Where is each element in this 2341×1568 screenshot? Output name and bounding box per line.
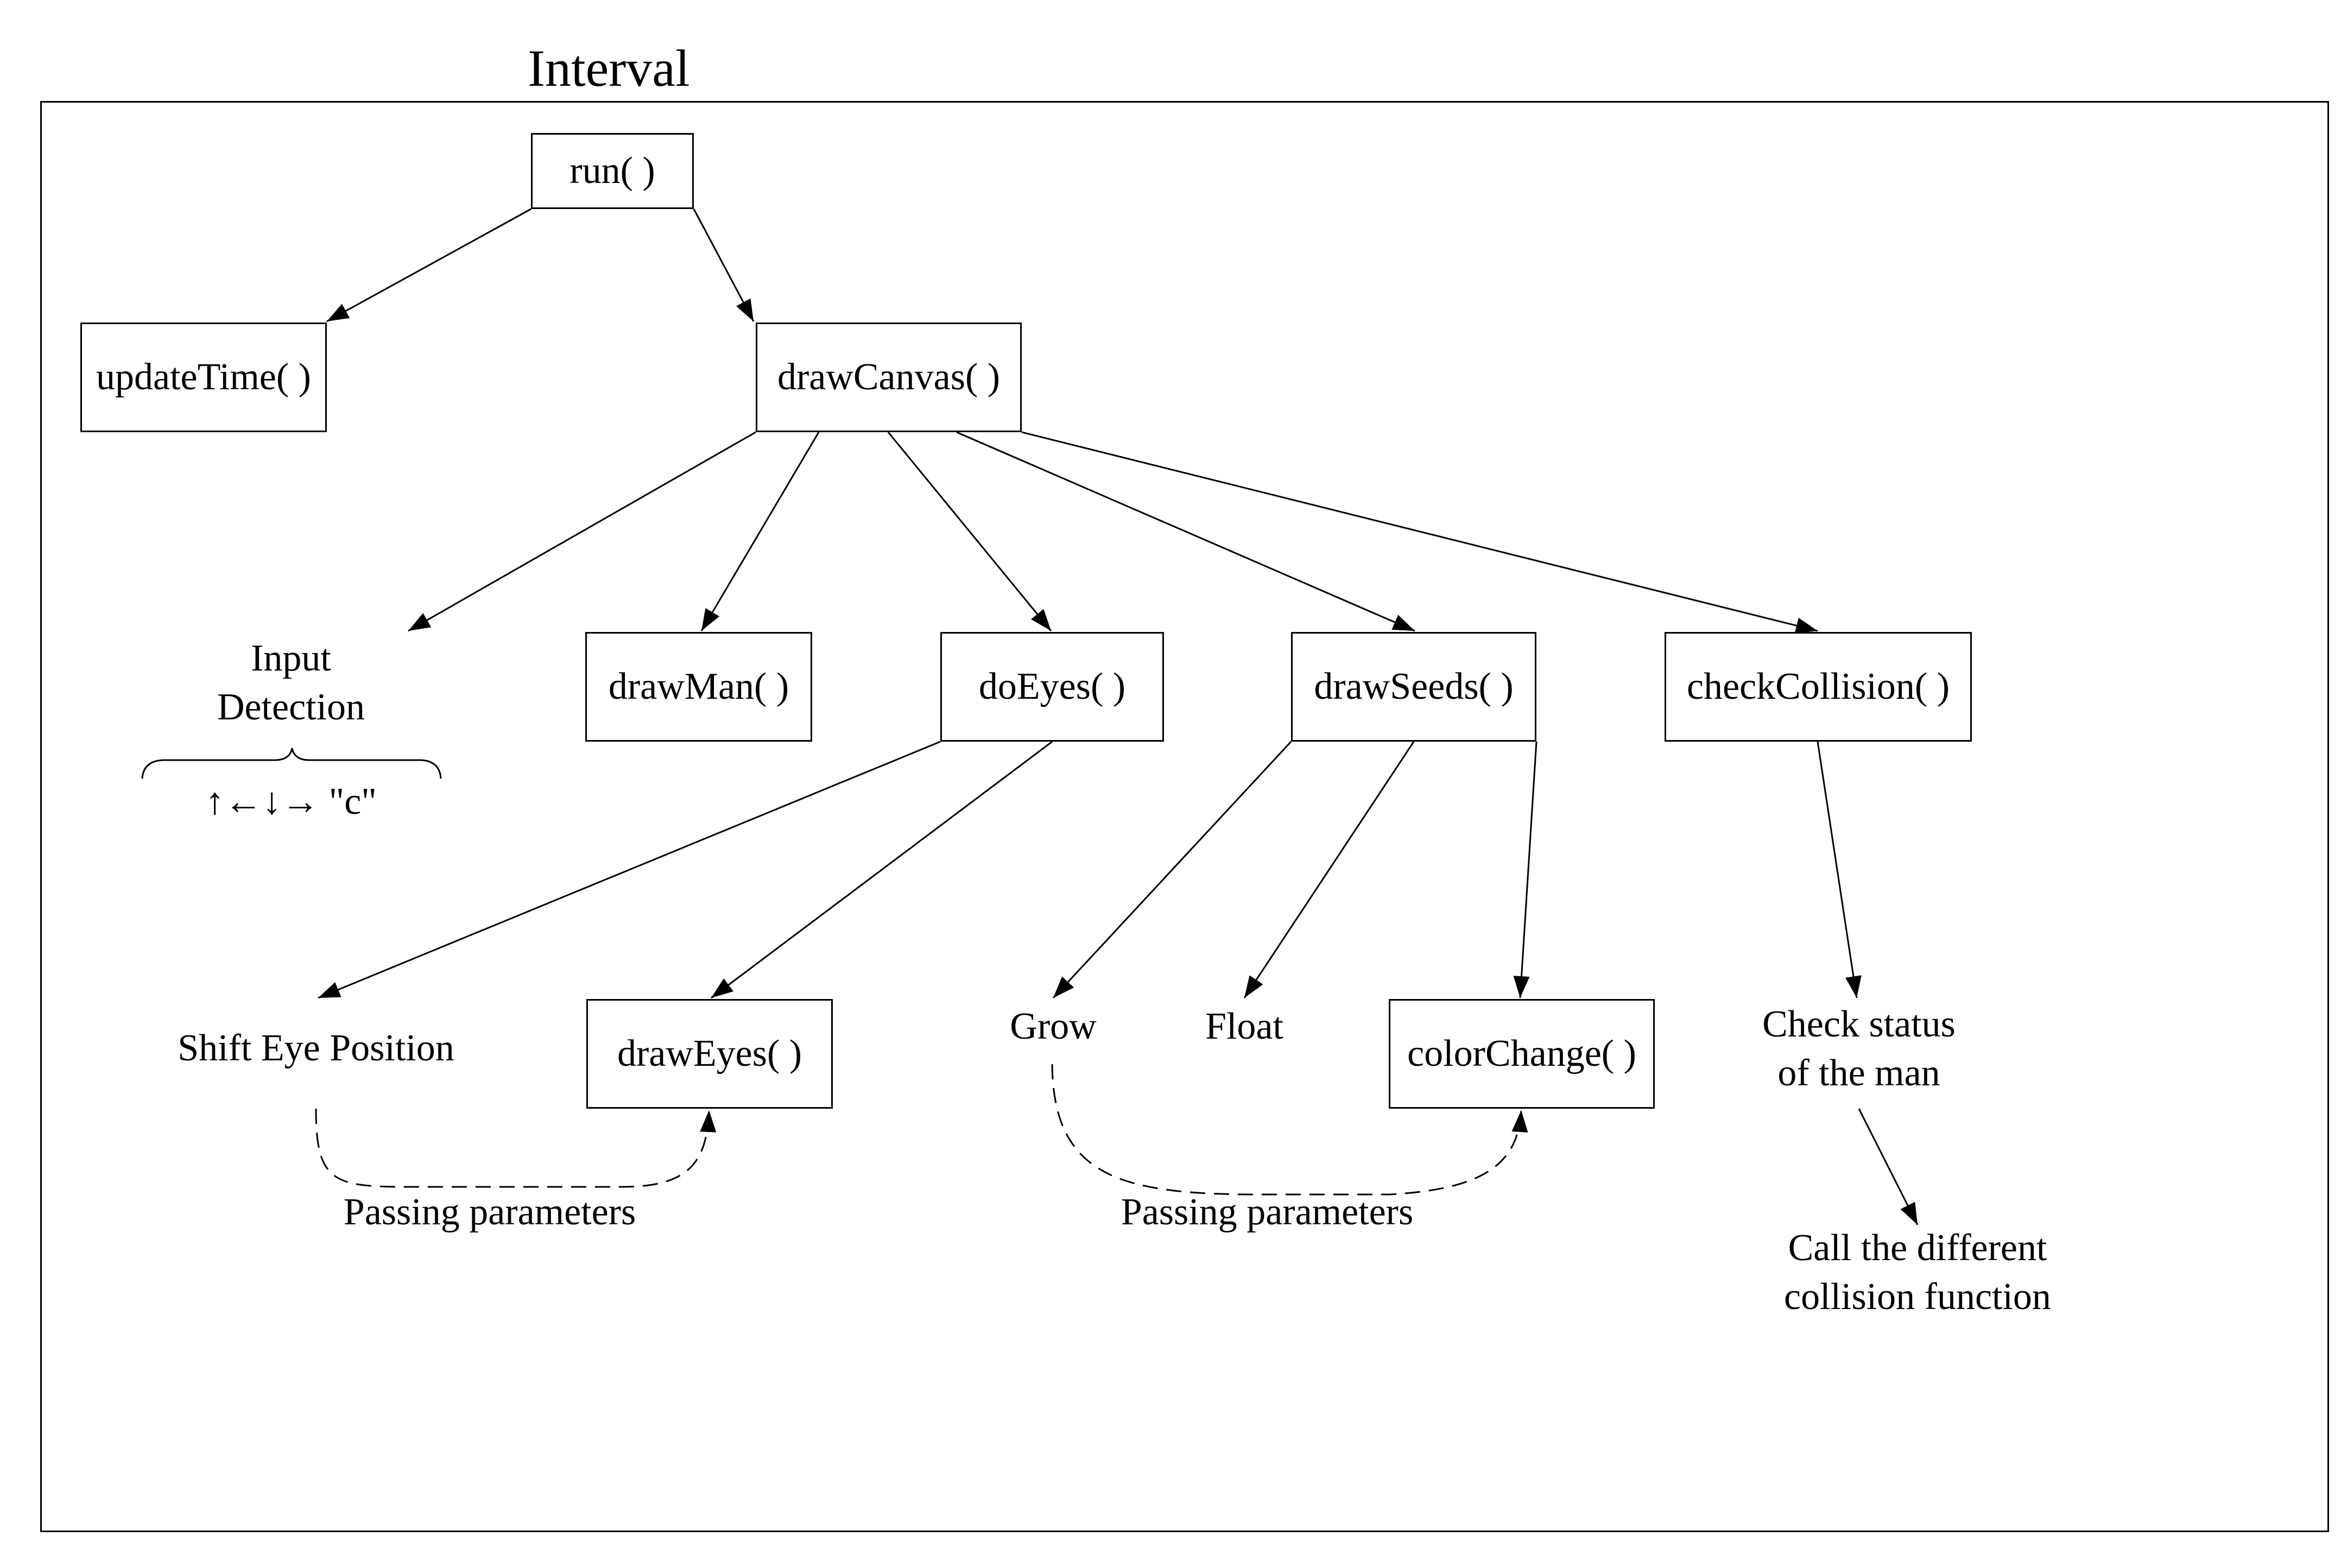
input-detection-line2: Detection — [217, 686, 365, 728]
passing-parameters-left-label: Passing parameters — [343, 1191, 636, 1233]
grow-label: Grow — [1010, 1006, 1097, 1047]
passing-parameters-right-curve — [1051, 1064, 1528, 1196]
edge-drawseeds-to-grow — [1052, 741, 1292, 999]
edge-doeyes-to-shifteye — [318, 741, 941, 999]
updatetime-node: updateTime( ) — [80, 323, 327, 432]
edge-run-to-drawcanvas — [693, 208, 755, 322]
shift-eye-position-label: Shift Eye Position — [178, 1027, 454, 1069]
doeyes-node: doEyes( ) — [940, 632, 1164, 742]
draweyes-node: drawEyes( ) — [586, 999, 833, 1109]
edge-drawcanvas-to-input — [408, 431, 756, 632]
float-label: Float — [1205, 1006, 1283, 1047]
run-node: run( ) — [531, 133, 694, 209]
check-status-line1: Check status — [1762, 1003, 1956, 1045]
passing-parameters-left-curve — [315, 1108, 717, 1188]
call-collision-label: Call the different collision function — [1700, 1224, 2135, 1322]
edge-run-to-updatetime — [326, 208, 532, 323]
check-status-line2: of the man — [1777, 1052, 1940, 1094]
check-status-label: Check status of the man — [1696, 1000, 2022, 1098]
colorchange-node: colorChange( ) — [1389, 999, 1655, 1109]
edge-drawcanvas-to-drawseeds — [956, 431, 1415, 632]
drawman-node: drawMan( ) — [585, 632, 812, 742]
diagram-title: Interval — [528, 39, 690, 97]
input-keys-label: ↑←↓→ "c" — [205, 781, 377, 823]
edge-checkstatus-to-callcollision — [1858, 1108, 1919, 1225]
edge-drawcanvas-to-drawman — [700, 432, 820, 631]
edge-drawcanvas-to-doeyes — [887, 432, 1052, 631]
input-detection-label: Input Detection — [182, 634, 400, 732]
edge-drawseeds-to-colorchange — [1513, 741, 1538, 998]
drawcanvas-node: drawCanvas( ) — [756, 323, 1022, 432]
edge-drawseeds-to-float — [1243, 741, 1415, 998]
edge-doeyes-to-draweyes — [711, 741, 1053, 999]
input-detection-line1: Input — [251, 637, 331, 679]
call-collision-line2: collision function — [1784, 1276, 2051, 1318]
checkcollision-node: checkCollision( ) — [1665, 632, 1972, 742]
passing-parameters-right-label: Passing parameters — [1121, 1191, 1414, 1233]
edge-checkcollision-to-checkstatus — [1817, 741, 1862, 998]
input-brace — [141, 748, 442, 779]
call-collision-line1: Call the different — [1788, 1227, 2047, 1269]
edge-drawcanvas-to-checkcollision — [1021, 431, 1818, 634]
drawseeds-node: drawSeeds( ) — [1291, 632, 1536, 742]
interval-frame — [40, 101, 2329, 1532]
